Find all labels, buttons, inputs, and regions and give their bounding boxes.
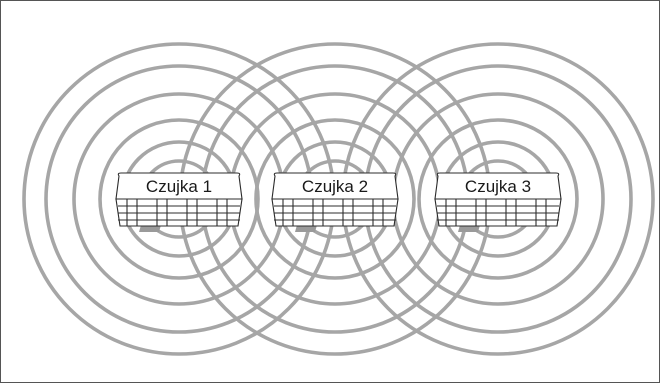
- detector-cap: [115, 172, 243, 200]
- detector-label: Czujka 1: [146, 177, 212, 196]
- signal-ring: [417, 118, 579, 280]
- signal-ring: [98, 118, 260, 280]
- detector-1: Czujka 1: [115, 172, 243, 232]
- detector-base-tab: [458, 225, 480, 232]
- detector-2: Czujka 2: [271, 172, 399, 232]
- detector-label: Czujka 2: [302, 177, 368, 196]
- detector-3: Czujka 3: [434, 172, 562, 232]
- detector-base-tab: [295, 225, 317, 232]
- detector-cap: [434, 172, 562, 200]
- signal-ring: [254, 118, 416, 280]
- detectors-group: Czujka 1 Czujka 2 Czujka 3: [115, 172, 562, 232]
- detector-label: Czujka 3: [465, 177, 531, 196]
- detector-base-tab: [139, 225, 161, 232]
- detector-cap: [271, 172, 399, 200]
